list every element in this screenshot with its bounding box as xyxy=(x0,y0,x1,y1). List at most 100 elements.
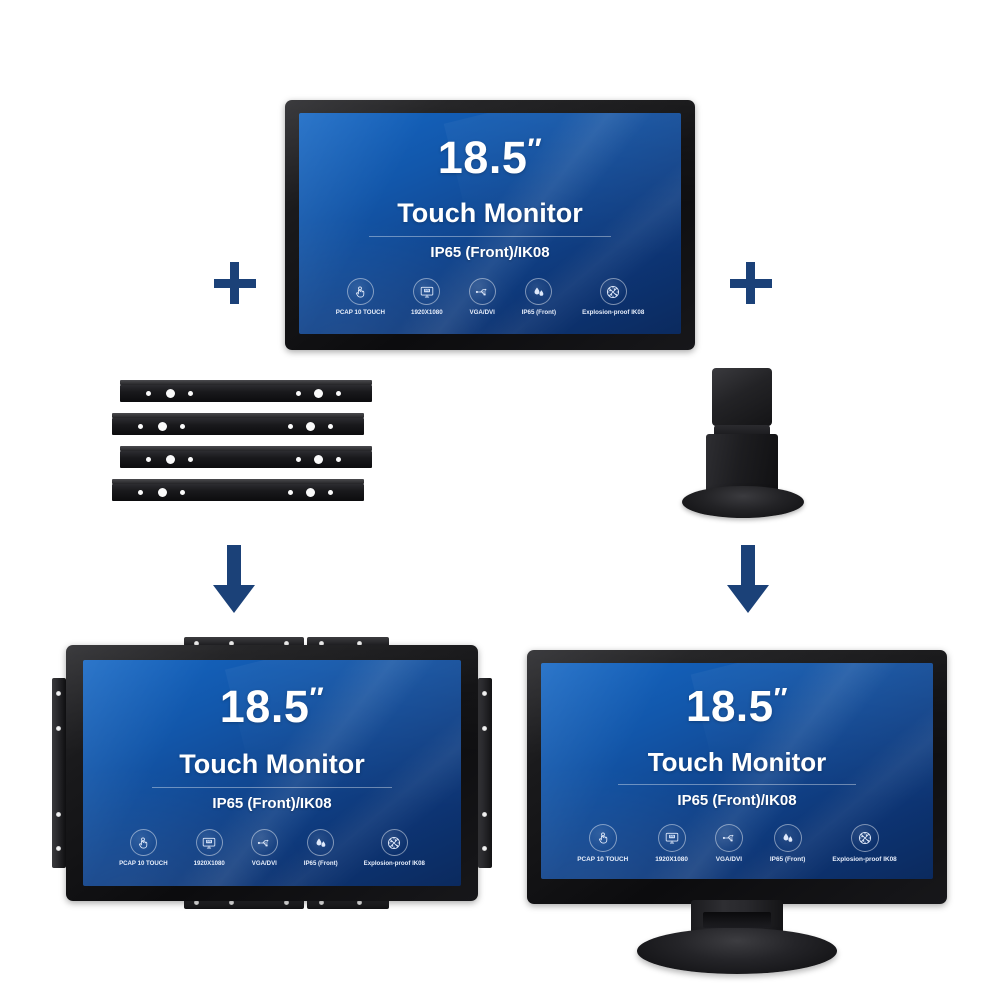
bracket-hole xyxy=(138,424,143,429)
desktop-stand-monitor: 18.5″ Touch Monitor IP65 (Front)/IK08 PC… xyxy=(527,650,947,974)
screen-divider xyxy=(369,236,611,237)
bracket-hole xyxy=(166,389,175,398)
feature-icon-row: PCAP 10 TOUCH PPI 1920X1080 VGA/DVI IP65 (Fr… xyxy=(83,829,461,867)
bracket-hole xyxy=(158,422,167,431)
bracket-hole xyxy=(482,812,487,817)
feature-label: PCAP 10 TOUCH xyxy=(119,860,168,867)
bracket-hole xyxy=(188,457,193,462)
inch-mark: ″ xyxy=(773,683,789,715)
bracket-hole xyxy=(336,457,341,462)
mounting-brackets-group xyxy=(112,380,372,510)
feature-1: PCAP 10 TOUCH xyxy=(119,829,168,867)
touch-hand-icon xyxy=(129,829,157,856)
feature-1: PCAP 10 TOUCH xyxy=(336,278,385,316)
water-droplets-icon xyxy=(307,829,335,856)
usb-connector-icon xyxy=(714,824,743,852)
water-droplets-icon xyxy=(525,278,553,305)
bracket-hole xyxy=(288,490,293,495)
shatter-proof-icon xyxy=(850,824,879,852)
feature-label: VGA/DVI xyxy=(469,309,495,316)
monitor-stand-base xyxy=(637,928,837,974)
feature-label: 1920X1080 xyxy=(193,860,225,867)
inch-mark: ″ xyxy=(309,682,325,715)
bracket-hole xyxy=(306,488,315,497)
feature-4: IP65 (Front) xyxy=(304,829,338,867)
stand-neck-slot xyxy=(703,912,771,928)
bracket-hole xyxy=(146,391,151,396)
bracket-hole xyxy=(482,726,487,731)
screen-size-value: 18.5 xyxy=(685,682,774,731)
mounting-bracket xyxy=(120,446,372,472)
feature-2: PPI 1920X1080 xyxy=(194,829,225,867)
touch-hand-icon xyxy=(346,278,374,305)
monitor-ppi-icon: PPI xyxy=(413,278,441,305)
screen-size-value: 18.5 xyxy=(437,132,528,183)
open-frame-monitor: 18.5″ Touch Monitor IP65 (Front)/IK08 PC… xyxy=(52,637,492,909)
bracket-hole xyxy=(314,389,323,398)
feature-label: PCAP 10 TOUCH xyxy=(335,309,385,316)
bracket-hole xyxy=(314,455,323,464)
bracket-hole xyxy=(56,812,61,817)
screen-size-text: 18.5″ xyxy=(686,685,788,729)
screen-size-value: 18.5 xyxy=(219,681,310,732)
feature-4: IP65 (Front) xyxy=(770,824,805,863)
bracket-web xyxy=(112,418,364,435)
feature-label: VGA/DVI xyxy=(715,856,743,863)
bracket-hole xyxy=(319,641,324,646)
feature-label: Explosion-proof IK08 xyxy=(582,309,645,316)
feature-5: Explosion-proof IK08 xyxy=(832,824,897,863)
desktop-stand xyxy=(678,368,818,520)
bracket-flange xyxy=(112,479,364,484)
open-frame-monitor-body: 18.5″ Touch Monitor IP65 (Front)/IK08 PC… xyxy=(66,645,478,901)
bracket-hole xyxy=(180,490,185,495)
feature-1: PCAP 10 TOUCH xyxy=(577,824,628,863)
bracket-web xyxy=(120,385,372,402)
monitor-ppi-icon: PPI xyxy=(657,824,686,852)
shatter-proof-icon xyxy=(380,829,408,856)
screen-subtitle-text: IP65 (Front)/IK08 xyxy=(212,795,332,812)
bracket-hole xyxy=(336,391,341,396)
bracket-hole xyxy=(229,900,234,905)
arrow-down-left xyxy=(208,545,260,613)
screen-title-text: Touch Monitor xyxy=(397,198,583,228)
feature-label: 1920X1080 xyxy=(411,309,443,316)
top-touch-monitor: 18.5″ Touch Monitor IP65 (Front)/IK08 PC… xyxy=(285,100,695,350)
bracket-hole xyxy=(56,691,61,696)
bracket-web xyxy=(112,484,364,501)
bracket-hole xyxy=(138,490,143,495)
bracket-hole xyxy=(56,726,61,731)
monitor-screen: 18.5″ Touch Monitor IP65 (Front)/IK08 PC… xyxy=(83,660,461,886)
frame-bracket-left xyxy=(52,678,66,868)
inch-mark: ″ xyxy=(527,133,543,166)
feature-icon-row: PCAP 10 TOUCH PPI 1920X1080 VGA/DVI IP65 (Fr… xyxy=(299,278,681,316)
screen-title-text: Touch Monitor xyxy=(179,749,365,779)
arrow-down-right xyxy=(722,545,774,613)
water-droplets-icon xyxy=(773,824,802,852)
bracket-hole xyxy=(180,424,185,429)
screen-size-text: 18.5″ xyxy=(219,681,325,732)
plus-left xyxy=(214,262,256,304)
bracket-hole xyxy=(194,900,199,905)
screen-title-text: Touch Monitor xyxy=(647,747,827,777)
feature-3: VGA/DVI xyxy=(250,829,278,867)
bracket-hole xyxy=(296,391,301,396)
feature-label: IP65 (Front) xyxy=(521,309,557,316)
svg-text:PPI: PPI xyxy=(669,835,674,839)
bracket-hole xyxy=(229,641,234,646)
feature-3: VGA/DVI xyxy=(468,278,496,316)
mounting-bracket xyxy=(120,380,372,406)
bracket-hole xyxy=(284,641,289,646)
feature-label: PCAP 10 TOUCH xyxy=(577,856,629,863)
screen-divider xyxy=(618,784,856,785)
svg-text:PPI: PPI xyxy=(207,839,212,843)
feature-5: Explosion-proof IK08 xyxy=(582,278,644,316)
feature-2: PPI 1920X1080 xyxy=(411,278,443,316)
bracket-hole xyxy=(319,900,324,905)
feature-label: Explosion-proof IK08 xyxy=(363,860,425,867)
feature-5: Explosion-proof IK08 xyxy=(364,829,425,867)
bracket-web xyxy=(120,451,372,468)
feature-4: IP65 (Front) xyxy=(522,278,556,316)
mounting-bracket xyxy=(112,413,364,439)
